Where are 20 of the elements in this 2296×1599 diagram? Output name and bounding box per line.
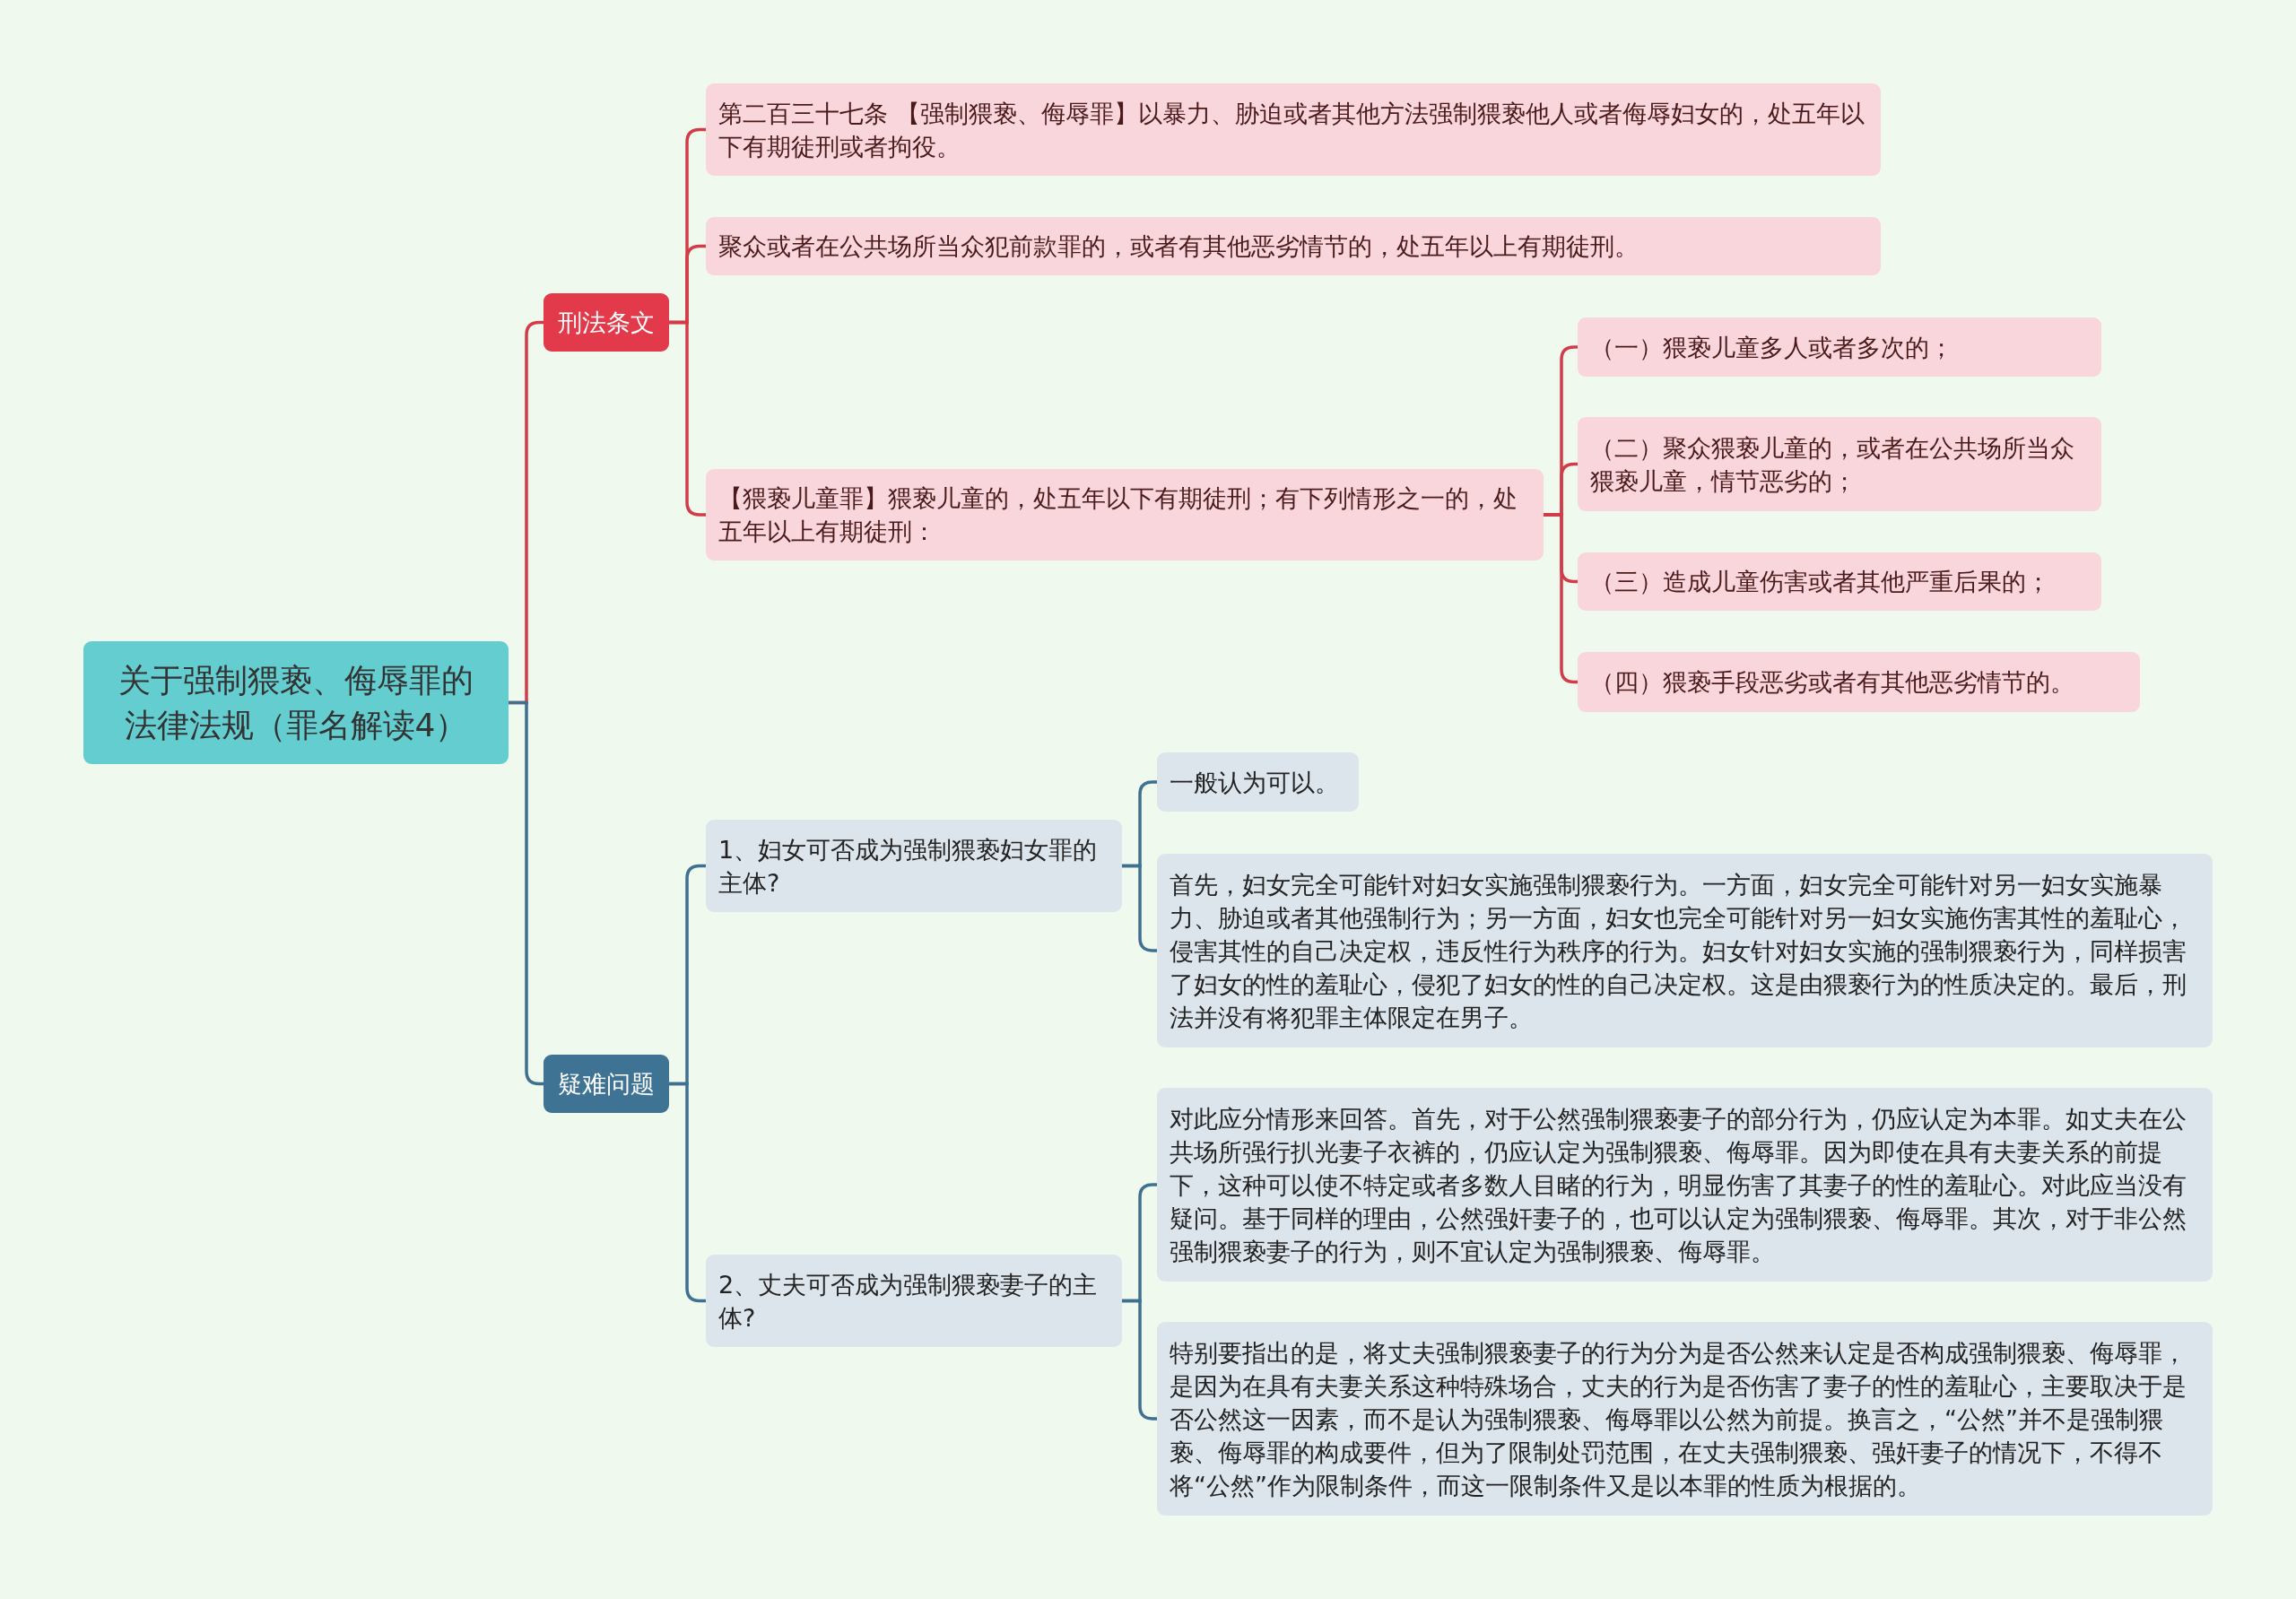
text-box: （三）造成儿童伤害或者其他严重后果的； (1578, 552, 2101, 611)
branch-box: 刑法条文 (544, 293, 669, 352)
topic-box: 关于强制猥亵、侮辱罪的法律法规（罪名解读4） (83, 641, 509, 764)
branch-box: 疑难问题 (544, 1055, 669, 1113)
text-box: 聚众或者在公共场所当众犯前款罪的，或者有其他恶劣情节的，处五年以上有期徒刑。 (706, 217, 1881, 275)
connector-line (1122, 864, 1157, 952)
answer-box: 对此应分情形来回答。首先，对于公然强制猥亵妻子的部分行为，仍应认定为本罪。如丈夫在公共场所强行扒光妻子衣裤的，仍应认定为强制猥亵、侮辱罪。因为即使在具有夫妻关系的前提下，这种可以使不特定或者多数人目睹的行为，明显伤害了其妻子的性的羞耻心。对此应当没有疑问。基于同样的理由，公然强奸妻子的，也可以认定为强制猥亵、侮辱罪。其次，对于非公然强制猥亵妻子的行为，则不宜认定为强制猥亵、侮辱罪。 (1157, 1088, 2213, 1282)
answer-box: 一般认为可以。 (1157, 752, 1359, 812)
answer-box: 特别要指出的是，将丈夫强制猥亵妻子的行为分为是否公然来认定是否构成强制猥亵、侮辱罪，是因为在具有夫妻关系这种特殊场合，丈夫的行为是否伤害了妻子的性的羞耻心，主要取决于是否公然这一因素，而不是认为强制猥亵、侮辱罪以公然为前提。换言之，“公然”并不是强制猥亵、侮辱罪的构成要件，但为了限制处罚范围，在丈夫强制猥亵、强奸妻子的情况下，不得不将“公然”作为限制条件，而这一限制条件又是以本罪的性质为根据的。 (1157, 1322, 2213, 1516)
text-box: （四）猥亵手段恶劣或者有其他恶劣情节的。 (1578, 652, 2140, 712)
answer-box: 首先，妇女完全可能针对妇女实施强制猥亵行为。一方面，妇女完全可能针对另一妇女实施暴力、胁迫或者其他强制行为；另一方面，妇女也完全可能针对另一妇女实施伤害其性的羞耻心，侵害其性的自己决定权，违反性行为秩序的行为。妇女针对妇女实施的强制猥亵行为，同样损害了妇女的性的羞耻心，侵犯了妇女的性的自己决定权。这是由猥亵行为的性质决定的。最后，刑法并没有将犯罪主体限定在男子。 (1157, 854, 2213, 1047)
question-box: 1、妇女可否成为强制猥亵妇女罪的主体? (706, 820, 1122, 912)
question-box: 2、丈夫可否成为强制猥亵妻子的主体? (706, 1255, 1122, 1347)
connector-line (669, 1082, 706, 1303)
text-box: （一）猥亵儿童多人或者多次的； (1578, 317, 2101, 377)
text-box: 第二百三十七条 【强制猥亵、侮辱罪】以暴力、胁迫或者其他方法强制猥亵他人或者侮辱妇女的，处五年以下有期徒刑或者拘役。 (706, 83, 1881, 176)
text-box: （二）聚众猥亵儿童的，或者在公共场所当众猥亵儿童，情节恶劣的； (1578, 417, 2101, 511)
connector-line (1122, 1299, 1157, 1421)
connector-line (669, 320, 706, 517)
text-box: 【猥亵儿童罪】猥亵儿童的，处五年以下有期徒刑；有下列情形之一的，处五年以上有期徒刑： (706, 469, 1544, 561)
